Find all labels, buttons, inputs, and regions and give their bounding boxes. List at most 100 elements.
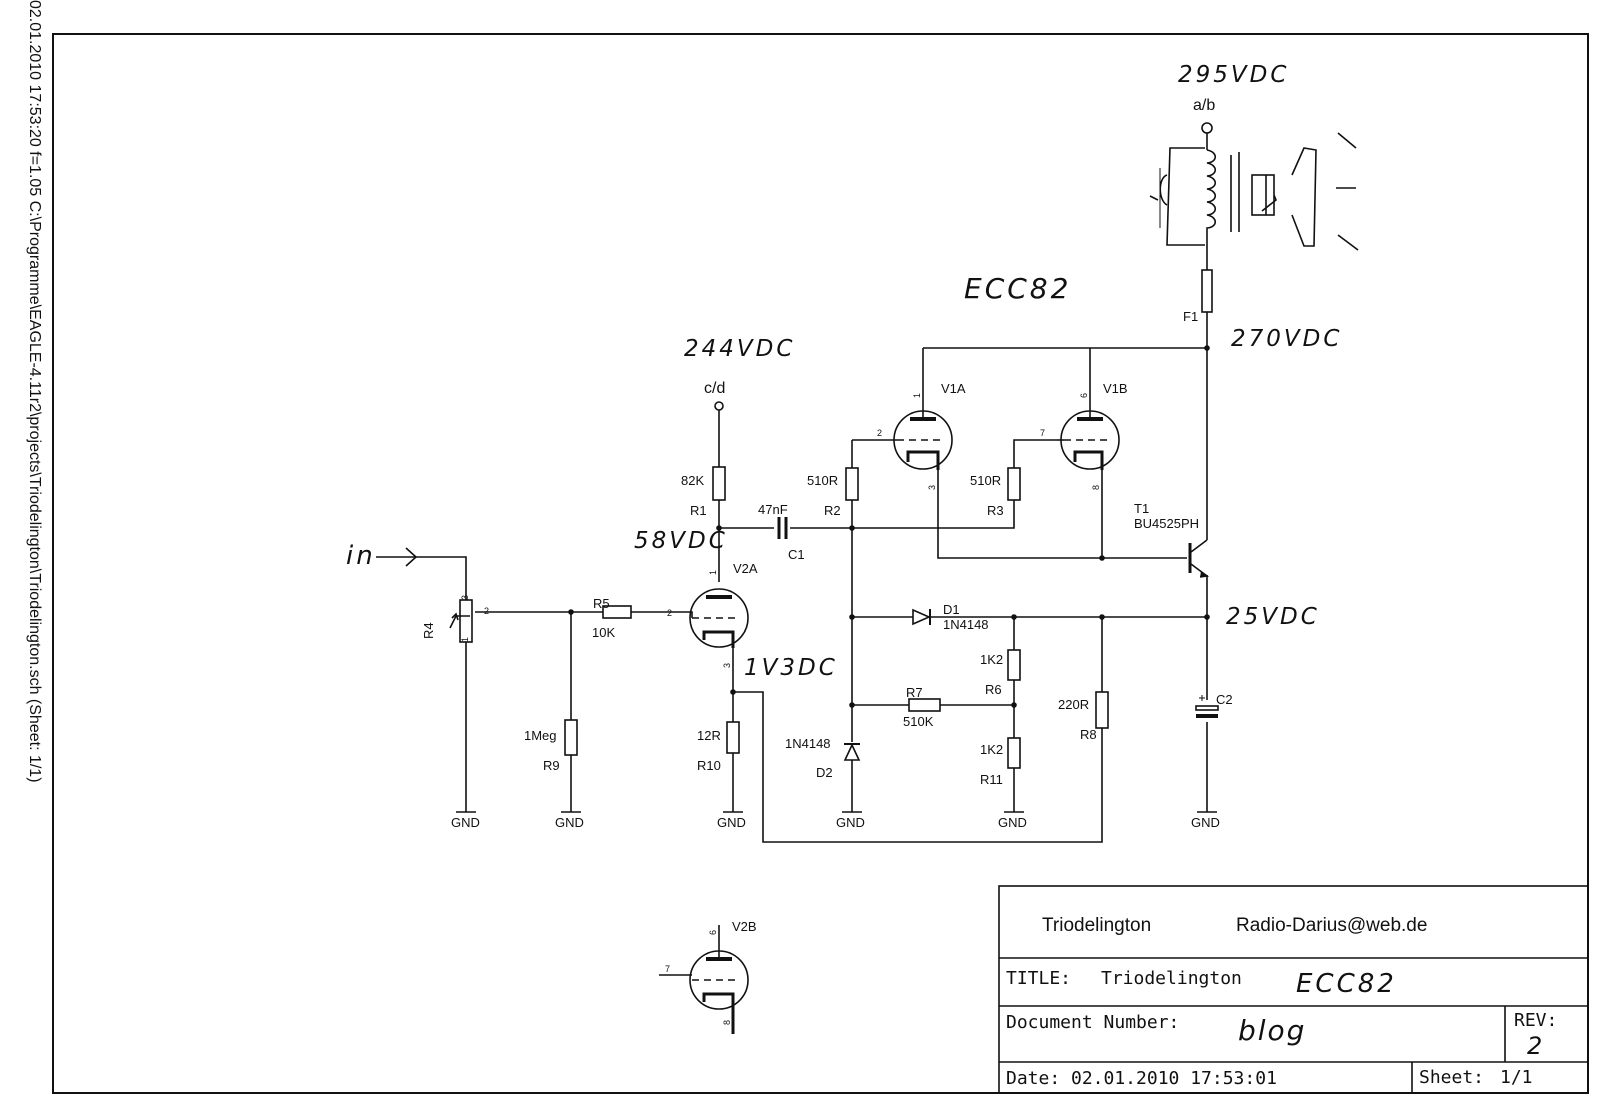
r11-ref: R11: [980, 772, 1003, 787]
r5-ref: R5: [593, 596, 610, 611]
diode-d1: [912, 608, 931, 626]
v1b-ref: V1B: [1103, 381, 1128, 396]
r3-ref: R3: [987, 503, 1004, 518]
wires: [376, 245, 1208, 843]
tb-rev-label: REV:: [1514, 1010, 1557, 1031]
connector-cd: [714, 401, 724, 411]
tube-v1a: [893, 395, 953, 470]
resistor-r5: [602, 605, 632, 619]
gnd-label: GND: [998, 815, 1027, 830]
r6-value: 1K2: [980, 652, 1003, 667]
resistor-r8: [1095, 691, 1109, 729]
gnd-label: GND: [836, 815, 865, 830]
pin-v2a-cath: 3: [722, 663, 732, 668]
pin-v2b-grid: 7: [665, 964, 670, 974]
tb-email: Radio-Darius@web.de: [1236, 915, 1427, 936]
f1-ref: F1: [1183, 309, 1198, 324]
d1-ref: D1: [943, 602, 960, 617]
tb-title-label: TITLE:: [1006, 968, 1071, 989]
resistor-r3: [1007, 467, 1021, 501]
voltage-1v3dc: 1V3DC: [744, 655, 838, 681]
pin-v1a-plate: 1: [912, 393, 922, 398]
tube-type-ecc82: ECC82: [964, 272, 1071, 305]
transistor-t1: [1188, 539, 1210, 578]
pin-v2b-cath: 8: [722, 1020, 732, 1025]
r10-value: 12R: [697, 728, 721, 743]
r6-ref: R6: [985, 682, 1002, 697]
resistor-r9: [564, 719, 578, 756]
voltage-58vdc: 58VDC: [634, 528, 728, 554]
resistor-r6: [1007, 649, 1021, 681]
r10-ref: R10: [697, 758, 721, 773]
tb-title-hand: ECC82: [1296, 969, 1397, 999]
tb-date-label: Date:: [1006, 1068, 1060, 1089]
r4-ref: R4: [421, 622, 436, 639]
voltage-270vdc: 270VDC: [1231, 326, 1342, 352]
gnd-label: GND: [717, 815, 746, 830]
tube-v1b: [1057, 395, 1120, 470]
v1a-ref: V1A: [941, 381, 966, 396]
r9-ref: R9: [543, 758, 560, 773]
c2-ref: C2: [1216, 692, 1233, 707]
gnd-label: GND: [1191, 815, 1220, 830]
tb-docnum-label: Document Number:: [1006, 1012, 1179, 1033]
c1-value: 47nF: [758, 502, 788, 517]
resistor-r10: [726, 721, 740, 754]
v2b-ref: V2B: [732, 919, 757, 934]
r2-ref: R2: [824, 503, 841, 518]
r5-value: 10K: [592, 625, 615, 640]
r1-value: 82K: [681, 473, 704, 488]
input-label: in: [346, 541, 376, 571]
t1-value: BU4525PH: [1134, 516, 1199, 531]
t1-ref: T1: [1134, 501, 1149, 516]
r8-value: 220R: [1058, 697, 1089, 712]
pin-r4-wiper: 2: [484, 606, 489, 616]
sheet-border: [52, 33, 1589, 1094]
r8-ref: R8: [1080, 727, 1097, 742]
tb-project: Triodelington: [1042, 915, 1151, 936]
tb-title-value: Triodelington: [1101, 968, 1242, 989]
connector-ab-label: a/b: [1193, 97, 1215, 114]
d2-value: 1N4148: [785, 736, 831, 751]
tb-docnum-value: blog: [1238, 1014, 1306, 1047]
potentiometer-r4: [449, 599, 473, 643]
connector-cd-label: c/d: [704, 380, 725, 397]
resistor-r1: [712, 466, 726, 501]
input-arrow-icon: [405, 547, 418, 567]
voltage-244vdc: 244VDC: [684, 336, 795, 362]
title-block: [998, 885, 1589, 1094]
capacitor-c2: [1195, 695, 1219, 718]
r3-value: 510R: [970, 473, 1001, 488]
tb-date-value: 02.01.2010 17:53:01: [1071, 1068, 1277, 1089]
r2-value: 510R: [807, 473, 838, 488]
r9-value: 1Meg: [524, 728, 557, 743]
r7-ref: R7: [906, 685, 923, 700]
d1-value: 1N4148: [943, 617, 989, 632]
resistor-r7: [908, 698, 941, 712]
junctions: [568, 345, 1210, 708]
r1-ref: R1: [690, 503, 707, 518]
pin-v2b-plate: 6: [708, 930, 718, 935]
loudspeaker-icon: [1251, 132, 1359, 251]
resistor-r2: [845, 467, 859, 501]
tube-v2a: [670, 588, 749, 648]
gnd-label: GND: [451, 815, 480, 830]
resistor-r11: [1007, 737, 1021, 769]
r7-value: 510K: [903, 714, 934, 729]
tb-rev-value: 2: [1527, 1032, 1545, 1060]
pin-v1b-plate: 6: [1079, 393, 1089, 398]
pin-v1b-grid: 7: [1040, 428, 1045, 438]
voltage-295vdc: 295VDC: [1178, 62, 1289, 88]
d2-ref: D2: [816, 765, 833, 780]
r11-value: 1K2: [980, 742, 1003, 757]
pin-r4-top: 3: [460, 595, 470, 600]
tb-sheet-label: Sheet:: [1419, 1067, 1484, 1088]
pin-v1a-grid: 2: [877, 428, 882, 438]
pin-v1a-cath: 3: [927, 485, 937, 490]
pin-v1b-cath: 8: [1091, 485, 1101, 490]
output-transformer: [1149, 122, 1240, 246]
tb-sheet-value: 1/1: [1500, 1067, 1533, 1088]
diode-d2: [843, 743, 861, 761]
pin-v2a-grid: 2: [667, 608, 672, 618]
